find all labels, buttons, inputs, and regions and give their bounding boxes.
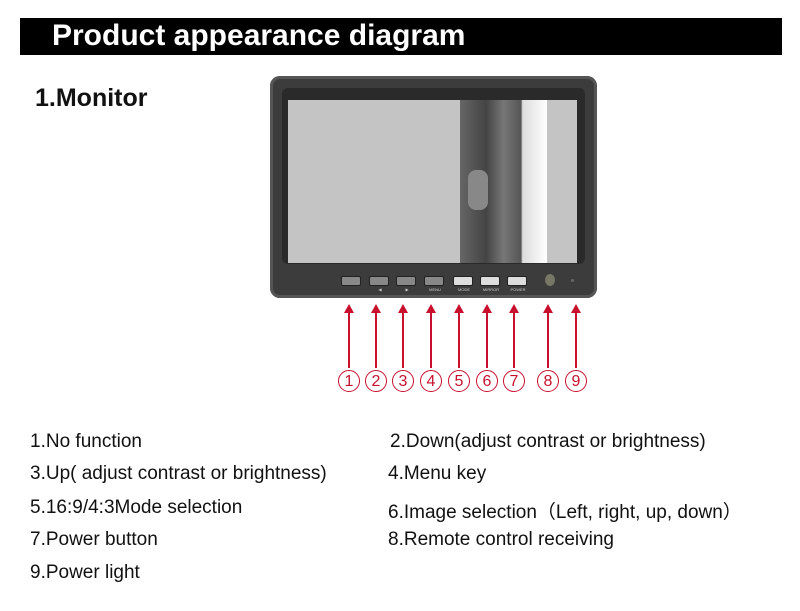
callout-number: 3 (392, 370, 414, 392)
button-3 (396, 276, 416, 286)
description: 7.Power button (30, 529, 158, 550)
description: 8.Remote control receiving (388, 529, 614, 550)
button-4 (424, 276, 444, 286)
button-6 (480, 276, 500, 286)
description: 5.16:9/4:3Mode selection (30, 497, 243, 518)
callout-number: 6 (476, 370, 498, 392)
arrow (371, 304, 381, 368)
button-label: POWER (510, 287, 526, 292)
button-label: ◀ (378, 287, 382, 292)
button-2 (369, 276, 389, 286)
description: 6.Image selection（Left, right, up, down） (388, 502, 742, 523)
callout-number: 5 (448, 370, 470, 392)
description: 3.Up( adjust contrast or brightness) (30, 463, 327, 484)
monitor-screen (288, 100, 577, 263)
ir-receiver (545, 274, 555, 286)
button-label: MIRROR (482, 287, 500, 292)
button-label: ▶ (405, 287, 409, 292)
description: 1.No function (30, 431, 142, 452)
page-title: Product appearance diagram (52, 19, 466, 52)
arrow (482, 304, 492, 368)
description: 9.Power light (30, 562, 140, 583)
callout-number: 7 (503, 370, 525, 392)
callout-number: 8 (537, 370, 559, 392)
arrow (543, 304, 553, 368)
arrow (571, 304, 581, 368)
button-5 (453, 276, 473, 286)
description: 4.Menu key (388, 463, 487, 484)
button-7 (507, 276, 527, 286)
arrow (454, 304, 464, 368)
description: 2.Down(adjust contrast or brightness) (390, 431, 706, 452)
section-heading: 1.Monitor (35, 84, 148, 112)
screen-picture (460, 100, 547, 263)
statue (468, 170, 488, 210)
callout-number: 9 (565, 370, 587, 392)
power-led (571, 279, 574, 282)
arrow (398, 304, 408, 368)
callout-number: 2 (365, 370, 387, 392)
title-bar: Product appearance diagram (20, 18, 782, 55)
button-label: MODE (458, 287, 470, 292)
monitor-image: ◀ ▶ MENU MODE MIRROR POWER (270, 76, 597, 298)
callout-number: 1 (338, 370, 360, 392)
button-1 (341, 276, 361, 286)
arrow (426, 304, 436, 368)
callout-number: 4 (420, 370, 442, 392)
arrow (344, 304, 354, 368)
arrow (509, 304, 519, 368)
button-label: MENU (429, 287, 441, 292)
